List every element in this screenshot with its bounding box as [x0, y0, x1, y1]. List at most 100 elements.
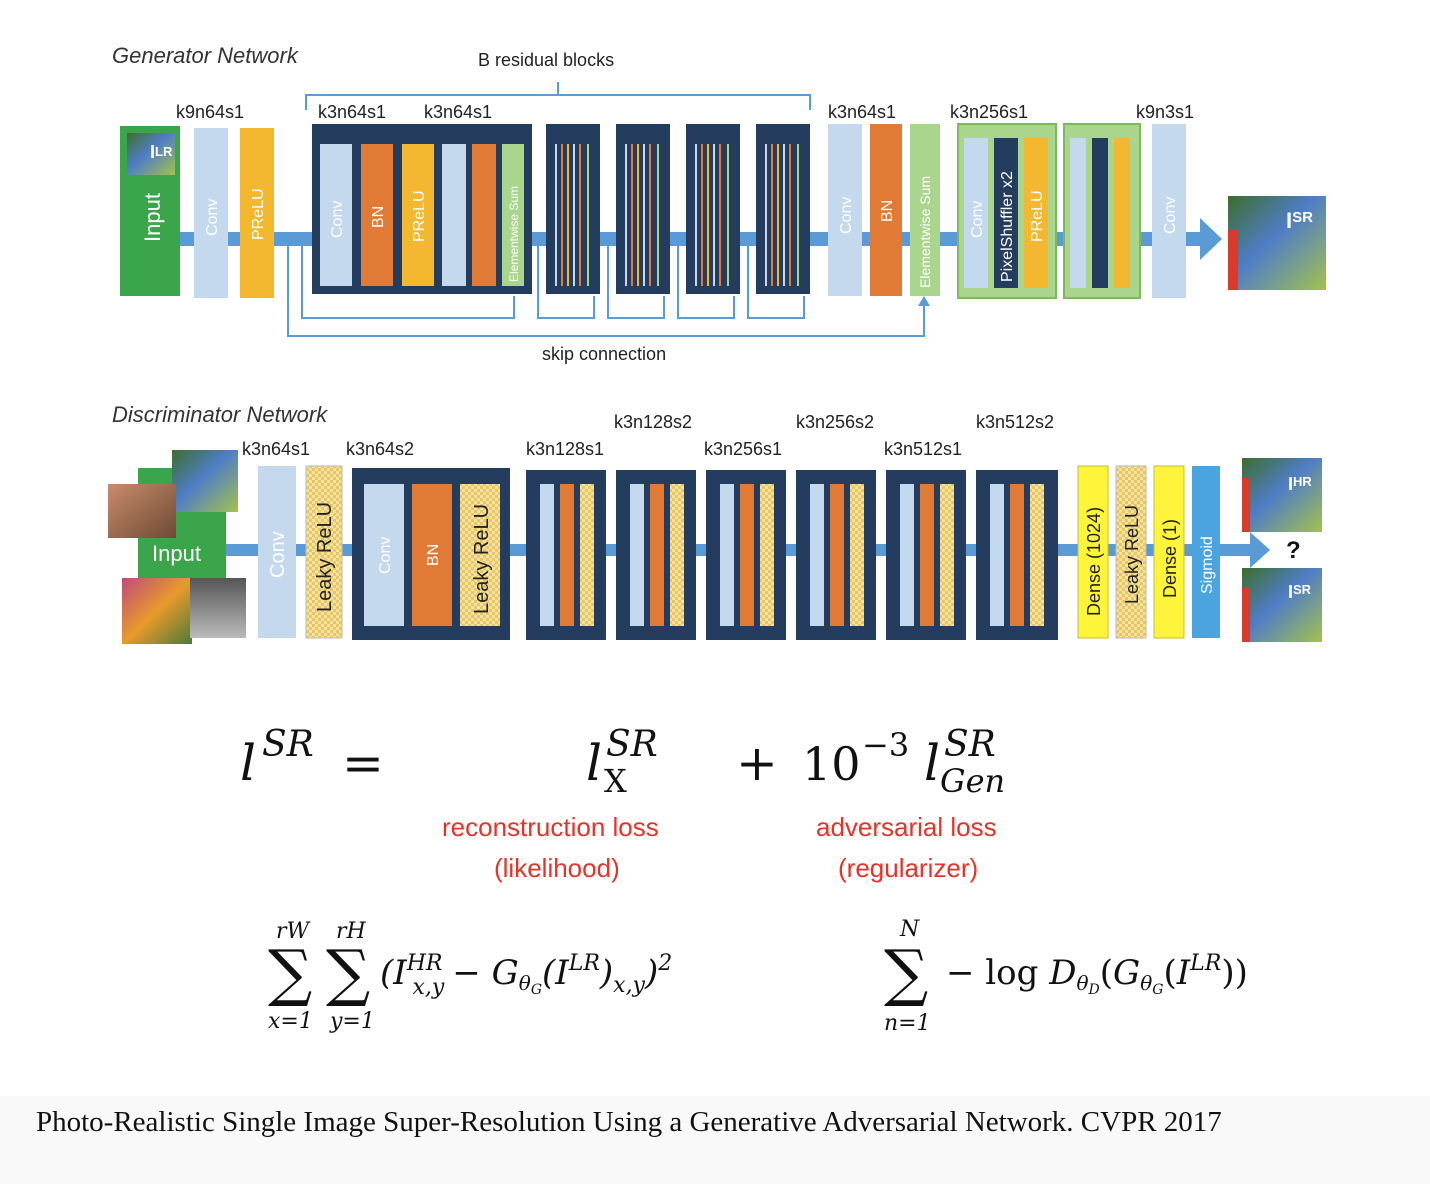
srgan-diagram: Generator Network B residual blocks k9n6… [108, 43, 1326, 1036]
disc-input-image-woman [108, 484, 176, 538]
disc-input-image-boat [190, 578, 246, 638]
sr-disc-image-detail [1242, 588, 1250, 642]
skip-connection-label: skip connection [542, 344, 666, 364]
generator-arrow-head [1200, 218, 1222, 260]
adv-loss-l: l [924, 734, 940, 792]
upsample-prelu [1024, 138, 1048, 288]
disc-input-image-butterfly [122, 578, 192, 644]
residual-skip-lines [301, 239, 805, 319]
likelihood-label: (likelihood) [494, 853, 620, 883]
adversarial-loss-label: adversarial loss [816, 812, 997, 842]
sum2-top: rH [336, 919, 367, 944]
disc-block-2 [526, 470, 606, 640]
loss-l-superscript: SR [262, 724, 314, 765]
reconstruction-loss-label: reconstruction loss [442, 812, 659, 842]
gen-residual-block-5 [756, 124, 810, 294]
pixel-shuffler [994, 138, 1018, 288]
sr-output-image [1228, 196, 1326, 290]
global-skip-arrowhead [918, 296, 930, 306]
disc-kernel-2: k3n64s2 [346, 439, 414, 459]
gen-conv-1 [194, 128, 228, 298]
hr-image-detail [1242, 478, 1250, 532]
disc-block-conv [364, 484, 404, 626]
upsample-2-conv [1070, 138, 1086, 288]
regularizer-label: (regularizer) [838, 853, 978, 883]
disc-block-bn-label: BN [425, 544, 442, 566]
generator-title: Generator Network [112, 43, 299, 68]
disc-kernel-5: k3n256s1 [704, 439, 782, 459]
lr-image-thumbnail [127, 133, 175, 175]
content-loss-l: l [586, 734, 602, 792]
gen-kernel-3: k3n64s1 [424, 102, 492, 122]
residual-blocks-label: B residual blocks [478, 50, 614, 70]
sum2-bottom: y=1 [329, 1009, 375, 1034]
footer-bar [0, 1096, 1430, 1184]
adv-loss-superscript: SR [944, 724, 996, 765]
gen-prelu-1-label: PReLU [250, 188, 267, 240]
gen-kernel-5: k3n256s1 [950, 102, 1028, 122]
disc-block-5 [796, 470, 876, 640]
upsample-conv [964, 138, 988, 288]
sum3-sigma: ∑ [884, 936, 928, 1009]
sr-image-detail [1228, 230, 1238, 290]
gen-bn-2 [870, 124, 902, 296]
lr-label: ILR [150, 142, 173, 162]
disc-block-4 [706, 470, 786, 640]
gen-conv-2-label: Conv [838, 197, 855, 234]
gen-residual-block-2 [546, 124, 600, 294]
gen-residual-block-4 [686, 124, 740, 294]
disc-kernel-3: k3n128s1 [526, 439, 604, 459]
disc-conv-1-label: Conv [267, 531, 289, 578]
disc-dense-1024-label: Dense (1024) [1084, 507, 1104, 616]
gen-kernel-2: k3n64s1 [318, 102, 386, 122]
res-bn-b [472, 144, 496, 286]
citation: Photo-Realistic Single Image Super-Resol… [36, 1106, 1222, 1138]
gen-kernel-6: k9n3s1 [1136, 102, 1194, 122]
sum3-bottom: n=1 [884, 1011, 931, 1036]
loss-plus: + [736, 734, 778, 792]
res-elementwise-sum-label: Elementwise Sum [507, 186, 521, 282]
gen-conv-2 [828, 124, 862, 296]
disc-kernel-7: k3n512s1 [884, 439, 962, 459]
res-prelu-a [402, 144, 434, 286]
residual-bracket [305, 82, 811, 110]
gen-elementwise-sum-label: Elementwise Sum [917, 176, 933, 288]
disc-conv-1 [258, 466, 296, 638]
discriminator-title: Discriminator Network [112, 402, 328, 427]
sum1-bottom: x=1 [268, 1009, 313, 1034]
disc-sigmoid [1192, 466, 1220, 638]
loss-equals: = [342, 734, 384, 792]
disc-dense-1 [1153, 465, 1185, 639]
loss-coefficient: 10 [802, 737, 861, 791]
discriminator-arrow-head [1250, 532, 1270, 568]
disc-block-3 [616, 470, 696, 640]
loss-l: l [240, 734, 256, 792]
gen-residual-block-3 [616, 124, 670, 294]
pixel-shuffler-label: PixelShuffler x2 [999, 171, 1016, 282]
sum2-sigma: ∑ [326, 936, 370, 1009]
res-bn-a-label: BN [370, 206, 387, 228]
disc-sigmoid-label: Sigmoid [1199, 536, 1216, 594]
sum1-sigma: ∑ [268, 936, 312, 1009]
gen-conv-final-label: Conv [1162, 197, 1179, 234]
res-conv-a [320, 144, 352, 286]
upsample-2-shuffler [1092, 138, 1108, 288]
generator-input-label: Input [140, 193, 165, 242]
global-skip-line [287, 239, 925, 337]
gen-elementwise-sum [910, 124, 940, 296]
disc-block-leaky [460, 484, 500, 626]
question-mark: ? [1286, 537, 1301, 564]
gen-prelu-1 [240, 128, 274, 298]
disc-leaky-relu-2-label: Leaky ReLU [1122, 505, 1142, 604]
disc-dense-1024 [1077, 465, 1109, 639]
disc-kernel-4: k3n128s2 [614, 412, 692, 432]
disc-block-leaky-label: Leaky ReLU [471, 504, 493, 614]
res-conv-a-label: Conv [329, 201, 346, 238]
loss-equation: l SR = l SR X + 10 −3 l SR Gen [240, 724, 1005, 800]
disc-block-bn [412, 484, 452, 626]
gen-conv-final [1152, 124, 1186, 298]
disc-leaky-relu-1 [305, 465, 343, 639]
disc-block-conv-label: Conv [377, 537, 394, 574]
